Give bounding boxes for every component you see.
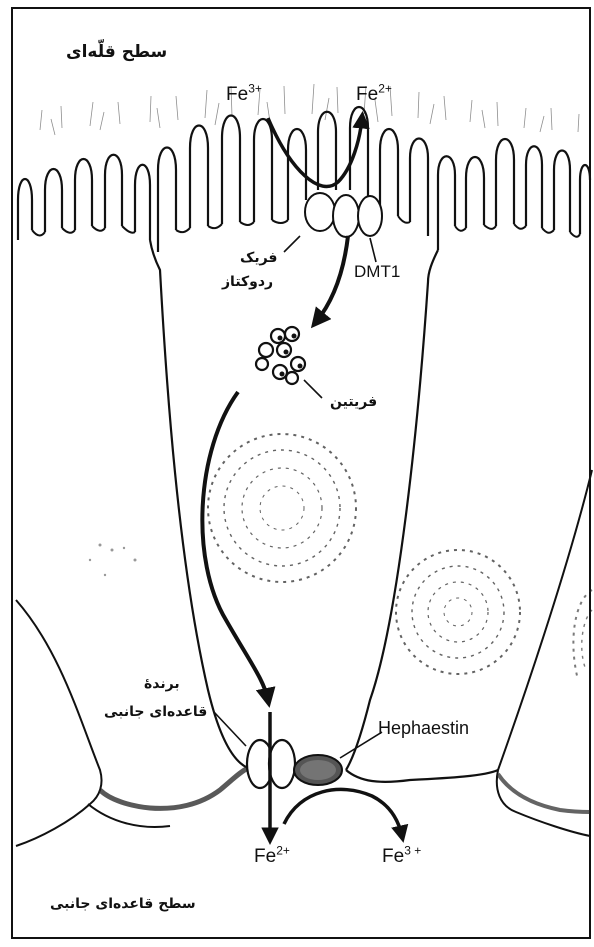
apical-fe3-label: Fe3+ (226, 84, 262, 106)
apical-surface-label: سطح قلّه‌ای (66, 42, 167, 62)
left-neighbor-cell (16, 600, 102, 846)
enterocyte-cell-outline-right (346, 250, 438, 770)
ferritin-label: فریتین (330, 394, 377, 410)
nucleus-main (208, 434, 356, 582)
basal-fe2-base: Fe (254, 846, 276, 867)
apical-fe3-base: Fe (226, 84, 248, 105)
reduction-arrow (268, 118, 362, 186)
left-neighbor-basal-shadow (100, 768, 248, 808)
nucleus-left-hint (89, 544, 137, 577)
basal-fe2-charge: 2+ (276, 844, 290, 858)
hephaestin-label: Hephaestin (378, 718, 469, 739)
apical-fe3-charge: 3+ (248, 82, 262, 96)
basal-fe3-charge: 3 + (404, 844, 421, 858)
basal-fe3-label: Fe3 + (382, 846, 421, 868)
basal-fe3-base: Fe (382, 846, 404, 867)
hephaestin-protein (294, 755, 342, 785)
basolateral-surface-label: سطح قاعده‌ای جانبی (50, 896, 196, 912)
nucleus-right (396, 550, 520, 674)
basal-membrane (346, 770, 498, 782)
dmt1-label: DMT1 (354, 262, 400, 282)
right-neighbor-basal-shadow (498, 774, 590, 812)
apical-fe2-base: Fe (356, 84, 378, 105)
apical-fe2-charge: 2+ (378, 82, 392, 96)
basolateral-carrier-label-line2: قاعده‌ای جانبی (104, 704, 207, 720)
right-neighbor-cell (497, 470, 592, 836)
leader-lines (214, 236, 382, 758)
oxidation-arrow (284, 789, 402, 836)
apical-fe2-label: Fe2+ (356, 84, 392, 106)
ferric-reductase-label-line1: فریک (240, 250, 277, 266)
basal-fe2-label: Fe2+ (254, 846, 290, 868)
dmt1-transporter (333, 195, 382, 237)
transcytosis-arrow (202, 392, 268, 700)
ferric-reductase-protein (305, 193, 335, 231)
ferric-reductase-label-line2: ردوکتاز (222, 274, 273, 290)
uptake-arrow (316, 236, 348, 322)
basolateral-carrier-label-line1: برندۀ (144, 676, 180, 692)
glycocalyx-fibers (40, 84, 579, 135)
